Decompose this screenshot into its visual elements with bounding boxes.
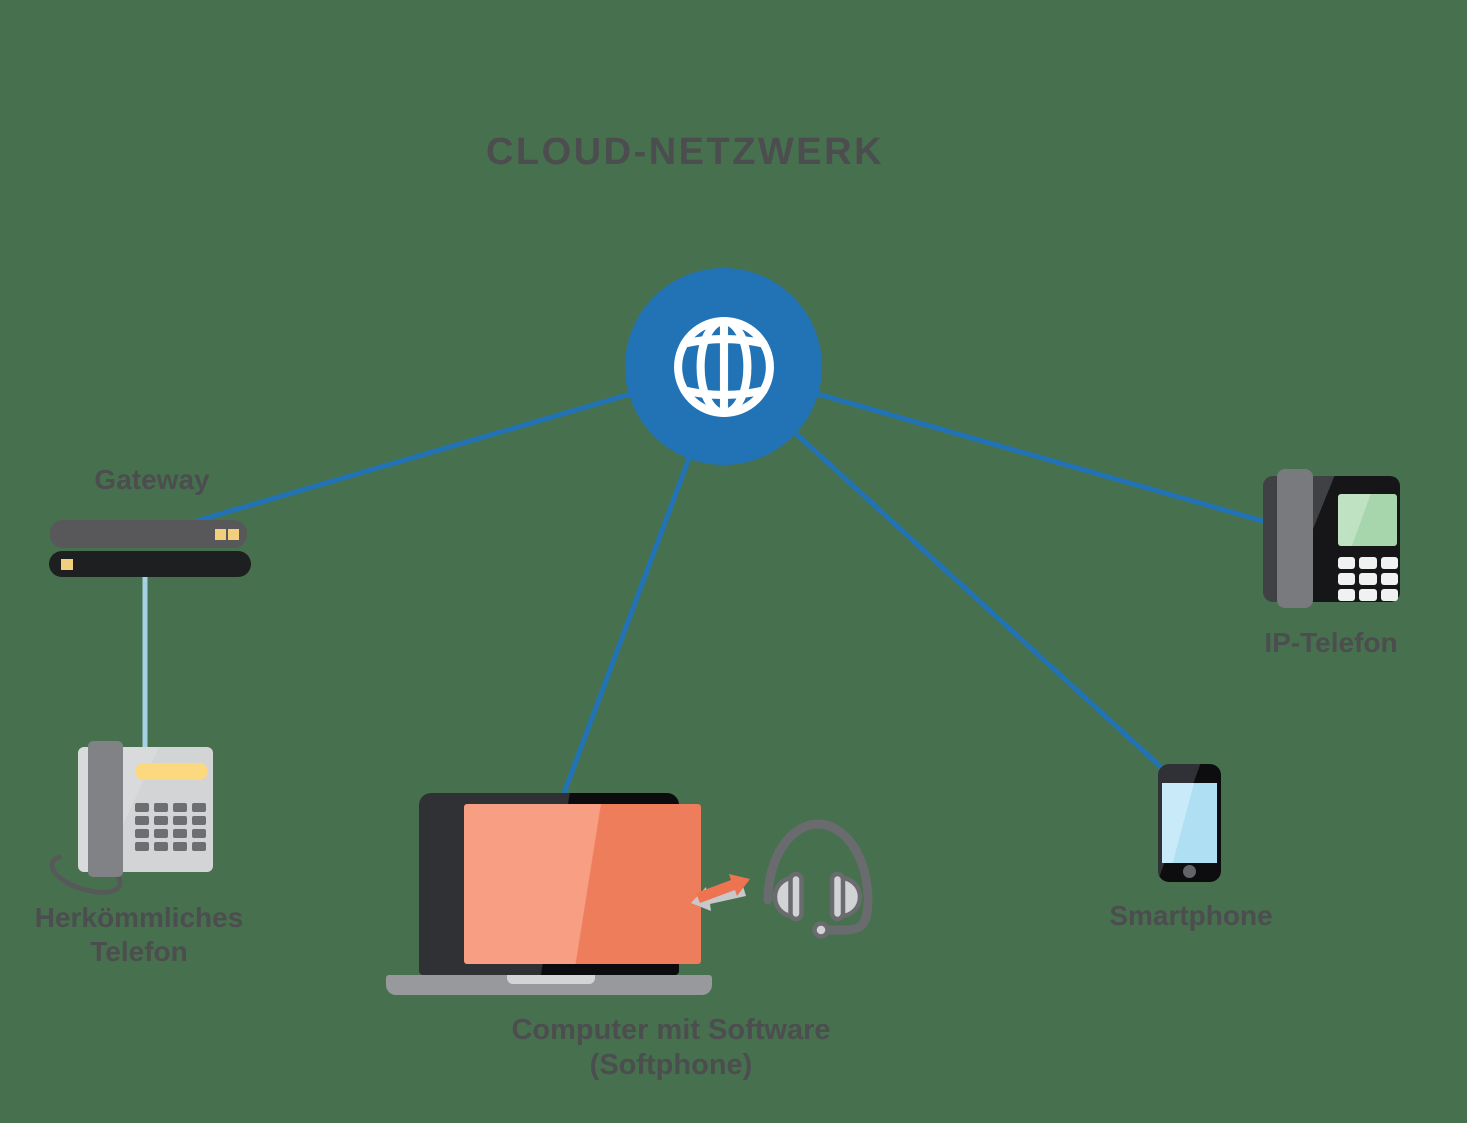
ip-phone-screen: [1338, 494, 1397, 546]
sync-arrows-icon: [691, 874, 750, 911]
key: [135, 829, 149, 838]
smartphone-screen: [1162, 783, 1217, 863]
key: [154, 816, 168, 825]
key: [173, 803, 187, 812]
key: [135, 842, 149, 851]
key: [154, 842, 168, 851]
softphone-label: Computer mit Software (Softphone): [511, 1013, 830, 1083]
gateway-led: [215, 529, 226, 540]
label-line: Computer mit Software: [511, 1014, 831, 1046]
right-arrow-icon: [696, 874, 750, 903]
smartphone-label: Smartphone: [1109, 900, 1273, 931]
headset-left-driver: [788, 871, 804, 922]
traditional-phone-icon: [40, 735, 220, 903]
key: [154, 803, 168, 812]
headset-right-driver: [829, 871, 846, 922]
laptop-icon: [386, 793, 712, 995]
headset-band: [763, 819, 873, 905]
label-line: Telefon: [90, 936, 188, 967]
headset-right-cushion: [838, 875, 863, 919]
key: [192, 842, 206, 851]
gateway-label: Gateway: [94, 464, 210, 495]
key: [173, 842, 187, 851]
key: [1380, 557, 1398, 569]
key: [173, 816, 187, 825]
key: [173, 829, 187, 838]
ip-phone-icon: [1255, 465, 1405, 615]
diagram-title: CLOUD-NETZWERK: [485, 131, 885, 173]
phone-display: [135, 763, 208, 780]
label-line: (Softphone): [589, 1049, 753, 1081]
traditional-phone-label: Herkömmliches Telefon: [35, 901, 244, 969]
headset-icon: [763, 819, 873, 939]
gateway-device-icon: [49, 520, 252, 578]
key: [1380, 589, 1398, 601]
ip-phone-keypad: [1338, 557, 1398, 601]
key: [135, 803, 149, 812]
laptop-notch: [507, 975, 595, 984]
phone-handset: [88, 741, 123, 877]
ip-phone-handset: [1277, 469, 1313, 608]
headset-mic-boom: [823, 892, 873, 935]
laptop-base: [386, 975, 712, 995]
gateway-bottom-unit: [49, 551, 251, 577]
connection-cloud-smartphone: [721, 365, 1174, 779]
key: [1359, 589, 1377, 601]
gateway-led: [228, 529, 239, 540]
key: [154, 829, 168, 838]
key: [1338, 573, 1356, 585]
key: [192, 803, 206, 812]
globe-icon: [673, 316, 774, 417]
key: [1338, 557, 1356, 569]
key: [192, 816, 206, 825]
ip-phone-label: IP-Telefon: [1264, 627, 1398, 658]
headset-mic: [812, 921, 830, 939]
key: [135, 816, 149, 825]
key: [192, 829, 206, 838]
key: [1359, 557, 1377, 569]
gateway-led: [61, 559, 73, 570]
cloud-node: [625, 268, 822, 465]
gateway-top-unit: [50, 520, 247, 548]
key: [1380, 573, 1398, 585]
smartphone-icon: [1158, 764, 1221, 882]
laptop-bezel: [419, 793, 701, 975]
phone-keypad: [135, 803, 206, 851]
key: [1359, 573, 1377, 585]
label-line: Herkömmliches: [34, 902, 244, 933]
key: [1338, 589, 1356, 601]
laptop-screen: [464, 804, 701, 964]
home-button: [1183, 865, 1196, 878]
